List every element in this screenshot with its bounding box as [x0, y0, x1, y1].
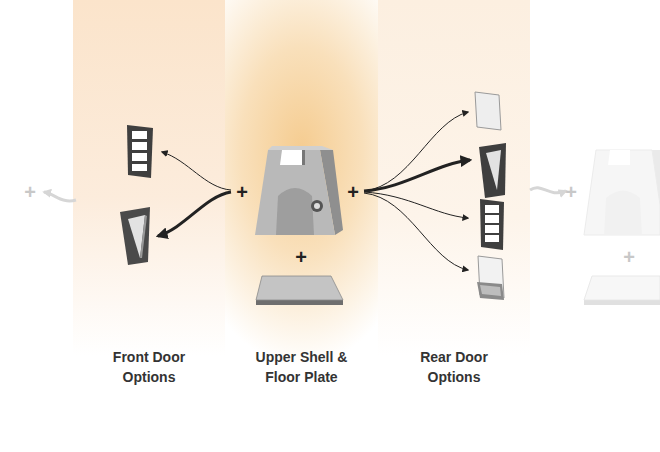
plain-rear-door	[475, 92, 501, 130]
plain-door-panel	[475, 92, 501, 130]
faded-arrow	[530, 188, 566, 193]
plus-sign: +	[236, 182, 248, 202]
plus-sign: +	[623, 247, 635, 267]
option-band: Rear Door Options	[378, 0, 530, 395]
shell-opening-edge	[302, 150, 305, 165]
option-arrow	[364, 193, 468, 270]
faded-shell	[584, 150, 660, 235]
plus-sign: +	[347, 182, 359, 202]
grid-rear-door	[480, 199, 504, 250]
plus-sign: +	[295, 247, 307, 267]
band-label: Front Door Options	[94, 347, 204, 387]
faded-shell-front	[584, 150, 660, 235]
grid-door-pane	[132, 164, 147, 171]
option-arrow	[162, 152, 231, 190]
grid-door	[127, 125, 153, 178]
faded-plate-edge	[584, 300, 660, 305]
shell-logo	[311, 200, 323, 212]
wedge-door	[120, 207, 150, 265]
band-label: Upper Shell & Floor Plate	[247, 347, 357, 387]
plate-edge	[256, 300, 343, 305]
grid-door-pane	[132, 153, 147, 161]
option-arrow	[364, 160, 470, 191]
floor-plate	[256, 276, 343, 305]
faded-shell-arch	[604, 191, 642, 236]
wedge-door-panel	[486, 150, 501, 190]
shell-top	[268, 146, 333, 150]
upper-shell	[255, 146, 343, 235]
option-arrow	[364, 112, 468, 191]
option-arrow	[364, 192, 468, 218]
pouch-door-panel	[478, 256, 504, 298]
faded-arrow	[44, 192, 76, 201]
grid-door-frame	[127, 125, 153, 178]
plus-sign: +	[24, 182, 36, 202]
wedge-rear-door	[479, 143, 506, 198]
wedge-door-frame	[479, 143, 506, 198]
shell-logo	[314, 203, 320, 209]
band-label: Rear Door Options	[399, 347, 509, 387]
plate-top	[256, 276, 343, 300]
pouch-inner	[480, 285, 501, 296]
grid-door-pane	[485, 225, 499, 233]
grid-door-pane	[485, 235, 499, 242]
shell-arch	[276, 188, 314, 235]
pouch	[477, 282, 504, 300]
faded-plate-top	[584, 276, 660, 300]
grid-door-frame	[480, 199, 504, 250]
pouch-rear-door	[477, 256, 504, 300]
option-arrow	[158, 192, 231, 236]
grid-door-pane	[132, 131, 147, 139]
grid-door-pane	[485, 215, 499, 223]
option-band: Front Door Options	[73, 0, 225, 395]
grid-door-pane	[485, 205, 499, 213]
shell-opening	[280, 150, 302, 165]
grid-door-pane	[132, 142, 147, 150]
plus-sign: +	[565, 182, 577, 202]
wedge-door-edge	[140, 215, 147, 258]
faded-plate	[584, 276, 660, 305]
wedge-door-frame	[120, 207, 150, 265]
faded-shell-opening	[608, 150, 630, 165]
shell-front	[255, 150, 335, 235]
